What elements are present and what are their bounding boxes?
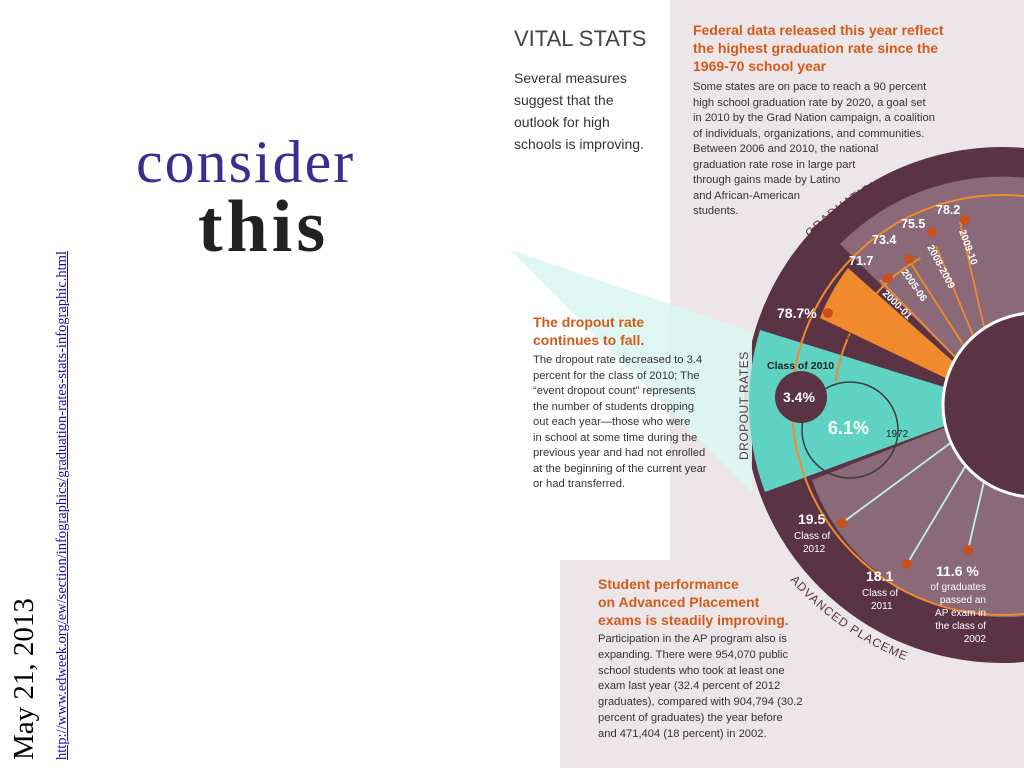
source-link[interactable]: http://www.edweek.org/ew/section/infogra… xyxy=(54,251,70,760)
ap-2011-value: 18.1 xyxy=(866,568,893,584)
svg-text:2002: 2002 xyxy=(964,634,987,645)
slide-date: May 21, 2013 xyxy=(8,598,40,760)
ap-2002-value: 11.6 % xyxy=(936,563,979,579)
svg-text:2011: 2011 xyxy=(871,601,893,612)
svg-text:of graduates: of graduates xyxy=(930,582,986,593)
grad-value-3: 75.5 xyxy=(901,217,925,231)
grad-value-1: 71.7 xyxy=(849,254,873,268)
side-caption: May 21, 2013 http://www.edweek.org/ew/se… xyxy=(0,0,80,768)
federal-body: Some states are on pace to reach a 90 pe… xyxy=(693,81,935,217)
svg-text:2012: 2012 xyxy=(803,544,826,555)
grad-value-2: 73.4 xyxy=(872,233,896,247)
consider-heading: consider xyxy=(136,129,356,195)
ap-heading: Student performance on Advanced Placemen… xyxy=(598,576,789,628)
svg-text:Class of: Class of xyxy=(794,531,830,542)
svg-text:AP exam in: AP exam in xyxy=(935,608,986,619)
ap-body: Participation in the AP program also is … xyxy=(598,633,803,740)
dropout-1972-value: 6.1% xyxy=(828,418,869,438)
svg-text:the class of: the class of xyxy=(935,621,986,632)
ap-values: 19.5 Class of 2012 18.1 Class of 2011 11… xyxy=(794,511,986,645)
dropout-rates-label: DROPOUT RATES xyxy=(737,351,751,460)
ap-2012-value: 19.5 xyxy=(798,511,825,527)
infographic: GRADUATION RATES ADVANCED PLACEMENT DROP… xyxy=(485,0,1024,768)
dropout-heading: The dropout rate continues to fall. xyxy=(533,314,645,348)
vital-stats-title: VITAL STATS xyxy=(514,26,647,51)
grad-values: 78.7% 71.7 73.4 75.5 78.2 xyxy=(777,203,960,321)
dropout-body: The dropout rate decreased to 3.4 percen… xyxy=(533,354,707,490)
value-dots xyxy=(823,215,973,569)
dropout-2010-circle xyxy=(775,371,827,423)
vital-stats-intro: Several measures suggest that the outloo… xyxy=(514,70,644,152)
dropout-1972-circle xyxy=(801,381,899,479)
svg-text:passed an: passed an xyxy=(940,595,986,606)
dropout-1972-label: 1972 xyxy=(886,429,909,440)
infographic-graphic: GRADUATION RATES ADVANCED PLACEMENT DROP… xyxy=(485,0,1024,768)
dropout-fan xyxy=(510,250,752,492)
federal-heading: Federal data released this year reflect … xyxy=(693,22,944,74)
dropout-2010-label: Class of 2010 xyxy=(767,360,834,372)
hub xyxy=(941,312,1024,498)
this-heading: this xyxy=(198,186,330,268)
grad-value-4: 78.2 xyxy=(936,203,960,217)
grad-value-0: 78.7% xyxy=(777,305,817,321)
dropout-2010-value: 3.4% xyxy=(783,389,815,405)
dropout-sector xyxy=(749,330,1002,492)
svg-text:Class of: Class of xyxy=(862,588,898,599)
